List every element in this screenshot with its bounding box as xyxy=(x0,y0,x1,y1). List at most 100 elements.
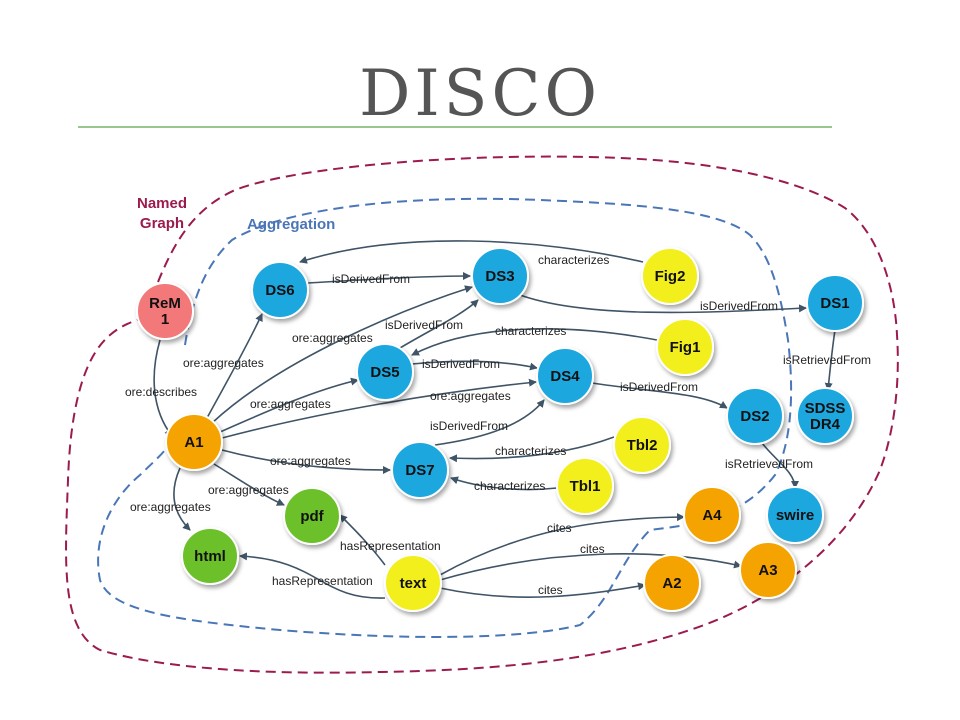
edge-ds1-sdss xyxy=(824,329,836,391)
aggregation-label: Aggregation xyxy=(247,216,335,233)
node-pdf: pdf xyxy=(283,487,341,545)
edge-label-a1-pdf: ore:aggregates xyxy=(208,483,289,497)
edge-fig2-ds6 xyxy=(299,240,644,264)
node-circle-ds2 xyxy=(726,387,784,445)
edge-ds4-ds2 xyxy=(591,382,728,409)
node-label-ds2: DS2 xyxy=(740,408,769,425)
node-label-swire: swire xyxy=(776,507,814,524)
node-circle-tbl1 xyxy=(556,457,614,515)
node-ds7: DS7 xyxy=(391,441,449,499)
edge-fig1-ds5 xyxy=(411,328,658,356)
edge-labels-layer: ore:describes ore:aggregates ore:aggregate… xyxy=(125,253,871,597)
edge-label-ds5-ds3: isDerivedFrom xyxy=(385,318,463,332)
node-label-html: html xyxy=(194,548,226,565)
edge-label-ds3-ds1: isDerivedFrom xyxy=(700,299,778,313)
node-label-ds4: DS4 xyxy=(550,368,580,385)
node-circle-pdf xyxy=(283,487,341,545)
node-label-tbl1: Tbl1 xyxy=(570,478,601,495)
edge-ds3-ds1 xyxy=(519,294,807,314)
node-circle-ds4 xyxy=(536,347,594,405)
node-label-text: text xyxy=(400,575,427,592)
edge-label-text-a2: cites xyxy=(538,583,563,597)
edge-a1-ds4 xyxy=(221,378,537,439)
node-circle-sdss xyxy=(796,387,854,445)
edge-text-a3 xyxy=(439,553,742,581)
node-ds1: DS1 xyxy=(806,274,864,332)
edge-label-ds1-sdss: isRetrievedFrom xyxy=(783,353,871,367)
node-circle-rem1 xyxy=(136,282,194,340)
node-fig2: Fig2 xyxy=(641,247,699,305)
node-html: html xyxy=(181,527,239,585)
node-circle-fig2 xyxy=(641,247,699,305)
edge-label-fig1-ds5: characterizes xyxy=(495,324,566,338)
node-tbl2: Tbl2 xyxy=(613,416,671,474)
edge-label-text-pdf: hasRepresentation xyxy=(340,539,441,553)
edge-tbl1-ds7 xyxy=(450,476,558,491)
edge-label-a1-ds3: ore:aggregates xyxy=(292,331,373,345)
edge-label-a1-ds6: ore:aggregates xyxy=(183,356,264,370)
edge-ds5-ds3 xyxy=(399,299,479,349)
node-label-fig1: Fig1 xyxy=(670,339,701,356)
node-label-ds7: DS7 xyxy=(405,462,434,479)
node-swire: swire xyxy=(766,486,824,544)
node-circle-a3 xyxy=(739,541,797,599)
edge-text-html xyxy=(239,552,386,599)
edge-a1-ds7 xyxy=(221,449,391,474)
edge-label-ds5-ds4: isDerivedFrom xyxy=(422,357,500,371)
node-a4: A4 xyxy=(683,486,741,544)
edge-a1-ds6 xyxy=(206,313,263,419)
node-label-ds1: DS1 xyxy=(820,295,849,312)
edge-label-ds2-swire: isRetrievedFrom xyxy=(725,457,813,471)
node-circle-html xyxy=(181,527,239,585)
node-circle-ds5 xyxy=(356,343,414,401)
node-label-a1: A1 xyxy=(184,434,203,451)
edge-label-a1-ds4: ore:aggregates xyxy=(430,389,511,403)
diagram-title: DISCO xyxy=(359,57,601,131)
node-circle-tbl2 xyxy=(613,416,671,474)
edge-label-a1-ds5: ore:aggregates xyxy=(250,397,331,411)
edge-text-a4 xyxy=(439,513,685,576)
edge-a1-ds5 xyxy=(219,377,359,433)
edge-label-text-a4: cites xyxy=(547,521,572,535)
edge-label-ds6-ds3: isDerivedFrom xyxy=(332,272,410,286)
node-fig1: Fig1 xyxy=(656,318,714,376)
edge-label-tbl2-ds7: characterizes xyxy=(495,444,566,458)
node-ds3: DS3 xyxy=(471,247,529,305)
node-label-a2: A2 xyxy=(662,575,681,592)
edge-ds7-ds4 xyxy=(434,399,545,446)
edge-text-pdf xyxy=(339,514,386,566)
node-circle-a1 xyxy=(165,413,223,471)
node-circle-swire xyxy=(766,486,824,544)
node-tbl1: Tbl1 xyxy=(556,457,614,515)
node-label-tbl2: Tbl2 xyxy=(627,437,658,454)
node-label-a4: A4 xyxy=(702,507,722,524)
edge-label-text-html: hasRepresentation xyxy=(272,574,373,588)
edges-layer xyxy=(153,240,836,599)
node-circle-ds1 xyxy=(806,274,864,332)
edge-label-ds4-ds2: isDerivedFrom xyxy=(620,380,698,394)
edge-label-rem1-a1: ore:describes xyxy=(125,385,197,399)
edge-label-fig2-ds6: characterizes xyxy=(538,253,609,267)
node-a3: A3 xyxy=(739,541,797,599)
node-circle-a4 xyxy=(683,486,741,544)
edge-a1-ds3 xyxy=(211,285,473,424)
node-label-ds6: DS6 xyxy=(265,282,294,299)
node-text: text xyxy=(384,554,442,612)
edge-ds2-swire xyxy=(761,442,799,489)
edge-a1-html xyxy=(173,467,191,531)
node-circle-ds3 xyxy=(471,247,529,305)
node-a2: A2 xyxy=(643,554,701,612)
node-label-ds5: DS5 xyxy=(370,364,399,381)
edge-label-a1-ds7: ore:aggregates xyxy=(270,454,351,468)
edge-label-a1-html: ore:aggregates xyxy=(130,500,211,514)
node-circle-ds7 xyxy=(391,441,449,499)
node-ds2: DS2 xyxy=(726,387,784,445)
edge-a1-pdf xyxy=(213,463,285,506)
